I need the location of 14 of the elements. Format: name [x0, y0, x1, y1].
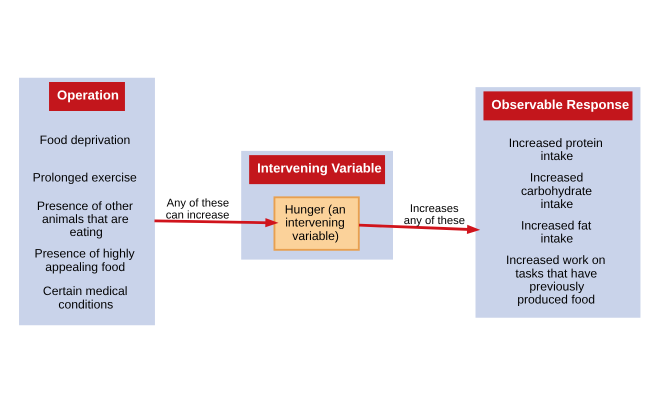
node-text: Certain medical conditions — [42, 284, 128, 312]
node-text: Increased carbohydrate intake — [520, 170, 592, 211]
node-text: Food deprivation — [40, 133, 130, 148]
arrow — [154, 218, 278, 228]
node-box: Hunger (an intervening variable) — [274, 196, 360, 251]
node-text: Increased fat intake — [520, 218, 592, 246]
edge-label: Any of these can increase — [166, 197, 230, 222]
edge-label: Increases any of these — [404, 202, 466, 228]
node-text: Increased protein intake — [508, 136, 603, 164]
node-text: Presence of highly appealing food — [34, 246, 135, 274]
node-text: Presence of other animals that are eating — [36, 198, 133, 240]
node-text: Increased work on tasks that have previously produced food — [506, 253, 606, 307]
arrow — [358, 224, 480, 234]
node-text: Prolonged exercise — [32, 170, 137, 185]
